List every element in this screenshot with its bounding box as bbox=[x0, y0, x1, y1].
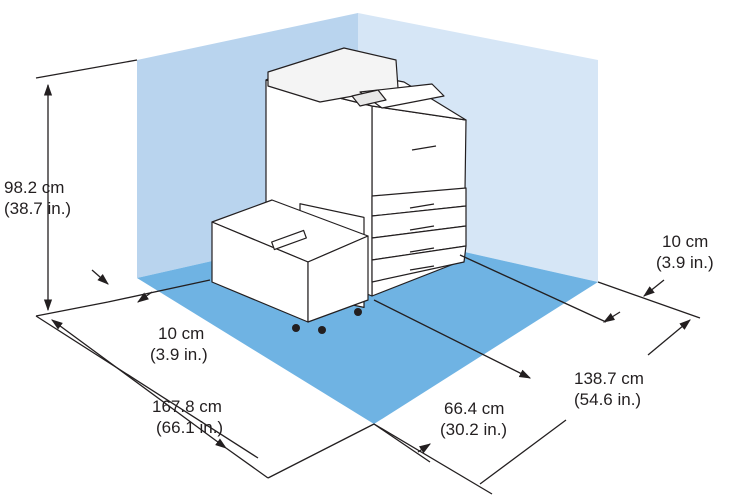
printer bbox=[211, 47, 467, 334]
total-width-imperial: (66.1 in.) bbox=[156, 418, 223, 437]
total-depth-imperial: (54.6 in.) bbox=[574, 390, 641, 409]
caster bbox=[318, 326, 326, 334]
caster bbox=[292, 324, 300, 332]
dimension-labels: 98.2 cm (38.7 in.) 10 cm (3.9 in.) 167.8… bbox=[4, 178, 714, 439]
right-clearance-imperial: (3.9 in.) bbox=[656, 253, 714, 272]
total-depth-metric: 138.7 cm bbox=[574, 369, 644, 388]
caster bbox=[354, 308, 362, 316]
total-width-metric: 167.8 cm bbox=[152, 397, 222, 416]
printer-depth-imperial: (30.2 in.) bbox=[440, 420, 507, 439]
left-clearance-metric: 10 cm bbox=[158, 324, 204, 343]
feeder-right-face bbox=[307, 235, 369, 323]
dimension-lines bbox=[35, 59, 701, 495]
printer-depth-metric: 66.4 cm bbox=[444, 399, 504, 418]
paper-drawers bbox=[371, 145, 467, 283]
feeder-handle bbox=[271, 229, 307, 251]
control-panel bbox=[351, 89, 387, 107]
left-clearance-imperial: (3.9 in.) bbox=[150, 345, 208, 364]
height-metric: 98.2 cm bbox=[4, 178, 64, 197]
height-imperial: (38.7 in.) bbox=[4, 199, 71, 218]
right-clearance-metric: 10 cm bbox=[662, 232, 708, 251]
